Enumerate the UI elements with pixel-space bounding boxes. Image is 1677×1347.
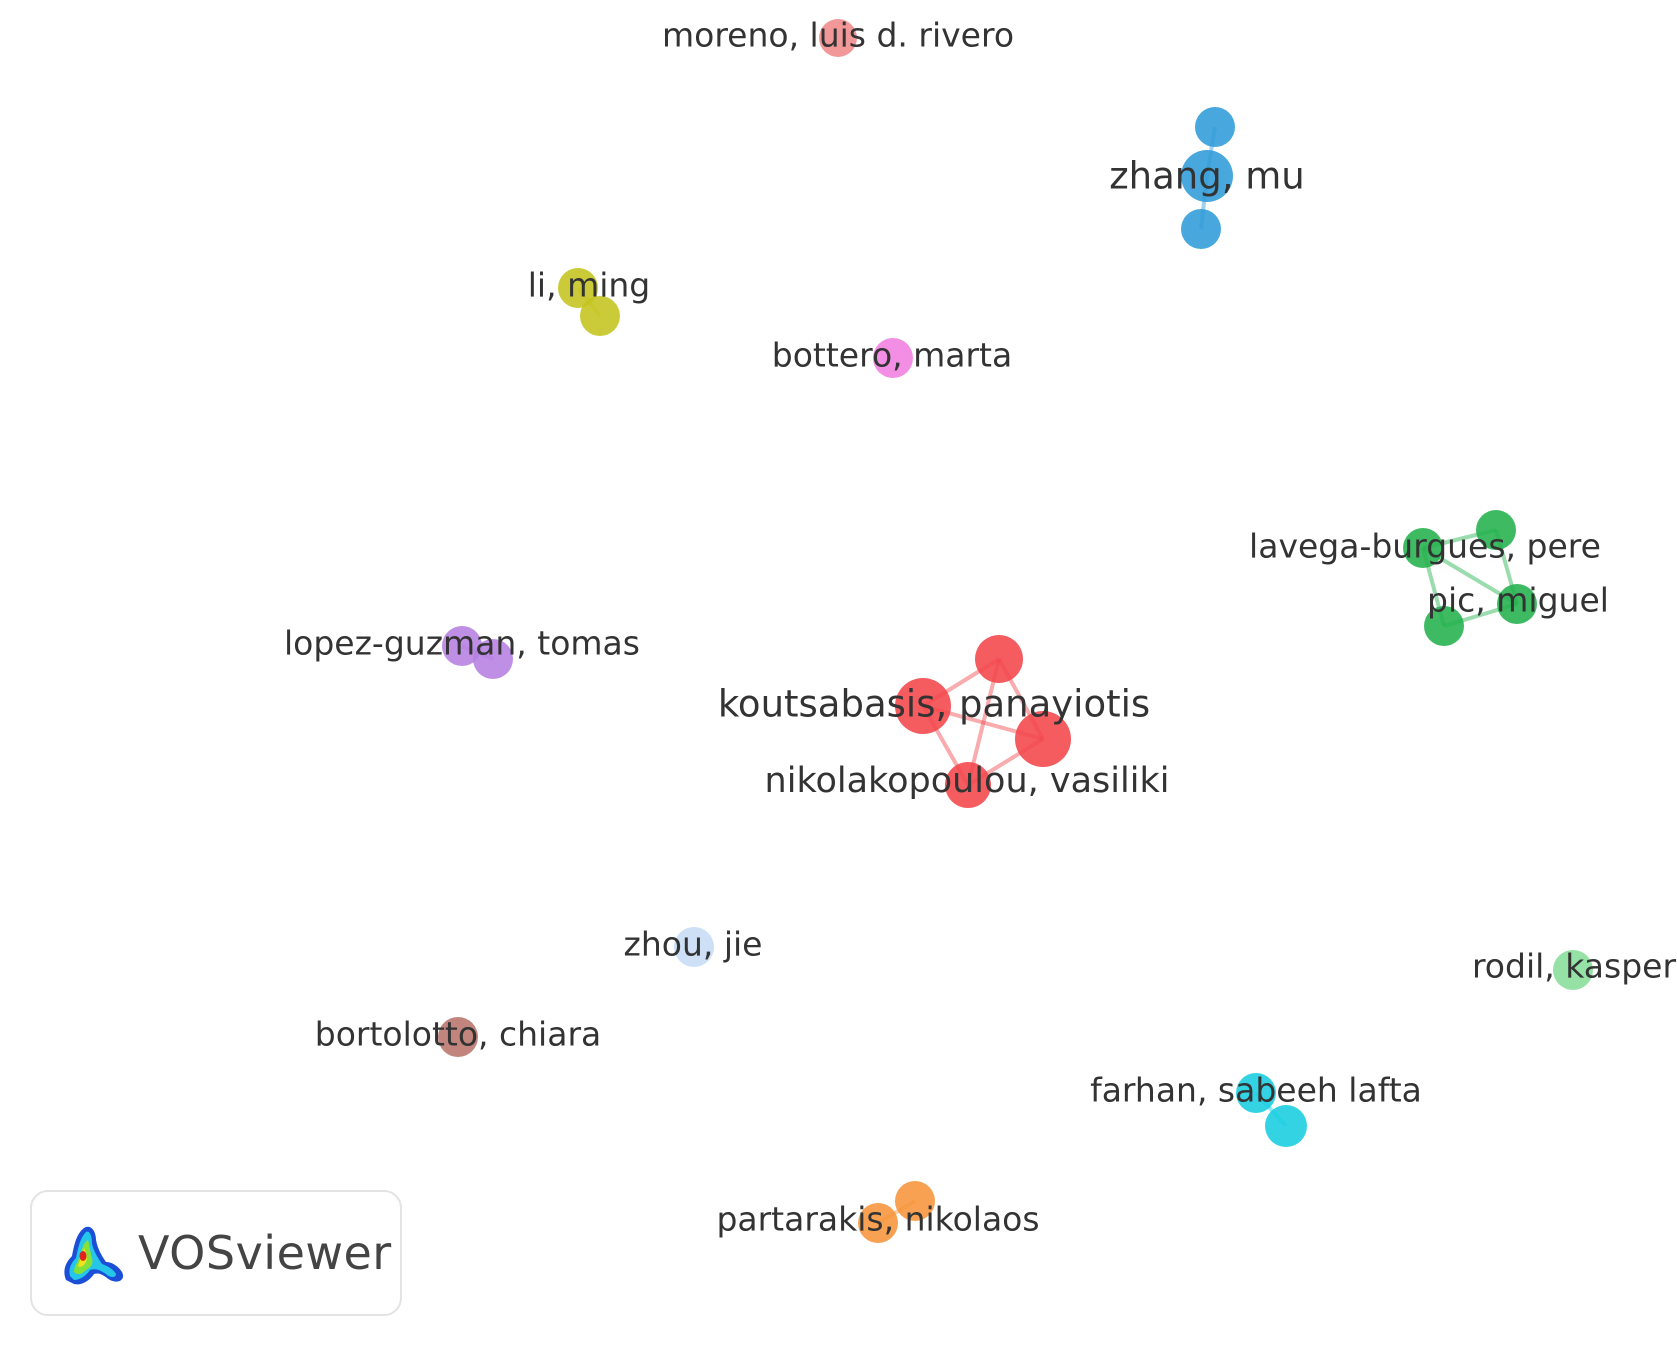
- node-c2-1[interactable]: [1181, 150, 1233, 202]
- node-c11-1[interactable]: [1265, 1105, 1307, 1147]
- node-c7-2[interactable]: [1015, 711, 1071, 767]
- node-c5-0[interactable]: [1403, 528, 1443, 568]
- node-label-c7-3: nikolakopoulou, vasiliki: [765, 761, 1170, 801]
- node-c7-1[interactable]: [895, 678, 951, 734]
- node-label-c10-0: bortolotto, chiara: [315, 1015, 601, 1054]
- node-c8-0[interactable]: [674, 927, 714, 967]
- node-label-c6-0: lopez-guzman, tomas: [284, 624, 640, 663]
- node-c5-1[interactable]: [1476, 510, 1516, 550]
- node-label-c12-1: partarakis, nikolaos: [716, 1200, 1039, 1239]
- node-label-c8-0: zhou, jie: [624, 925, 763, 964]
- node-c4-0[interactable]: [873, 338, 913, 378]
- node-label-c5-2: pic, miguel: [1427, 581, 1609, 620]
- node-c5-2[interactable]: [1497, 584, 1537, 624]
- node-label-c9-0: rodil, kasper: [1472, 947, 1676, 986]
- node-c10-0[interactable]: [438, 1017, 478, 1057]
- node-c2-2[interactable]: [1181, 209, 1221, 249]
- node-c9-0[interactable]: [1553, 950, 1593, 990]
- node-c11-0[interactable]: [1236, 1073, 1276, 1113]
- node-c3-1[interactable]: [580, 296, 620, 336]
- node-label-c3-0: li, ming: [528, 266, 651, 305]
- nodes-layer: [438, 19, 1593, 1243]
- node-c6-0[interactable]: [442, 626, 482, 666]
- node-c1-0[interactable]: [819, 19, 857, 57]
- node-label-c11-0: farhan, sabeeh lafta: [1090, 1071, 1422, 1110]
- node-c12-0[interactable]: [895, 1181, 935, 1221]
- logo-text: VOSviewer: [138, 1226, 392, 1280]
- node-c12-1[interactable]: [858, 1203, 898, 1243]
- node-c3-0[interactable]: [558, 268, 598, 308]
- node-c6-1[interactable]: [473, 639, 513, 679]
- node-c2-0[interactable]: [1195, 107, 1235, 147]
- node-c7-0[interactable]: [975, 635, 1023, 683]
- node-c7-3[interactable]: [945, 762, 991, 808]
- node-label-c4-0: bottero, marta: [772, 336, 1012, 375]
- node-label-c5-0: lavega-burgues, pere: [1249, 527, 1601, 566]
- vosviewer-logo: VOSviewer: [30, 1190, 402, 1316]
- node-label-c7-1: koutsabasis, panayiotis: [718, 683, 1150, 726]
- node-c5-3[interactable]: [1424, 606, 1464, 646]
- node-label-c1-0: moreno, luis d. rivero: [662, 16, 1014, 55]
- node-label-c2-1: zhang, mu: [1109, 155, 1305, 198]
- vosviewer-logo-icon: [64, 1226, 124, 1285]
- labels-layer: moreno, luis d. rivero zhang, mu li, ming b…: [284, 16, 1676, 1239]
